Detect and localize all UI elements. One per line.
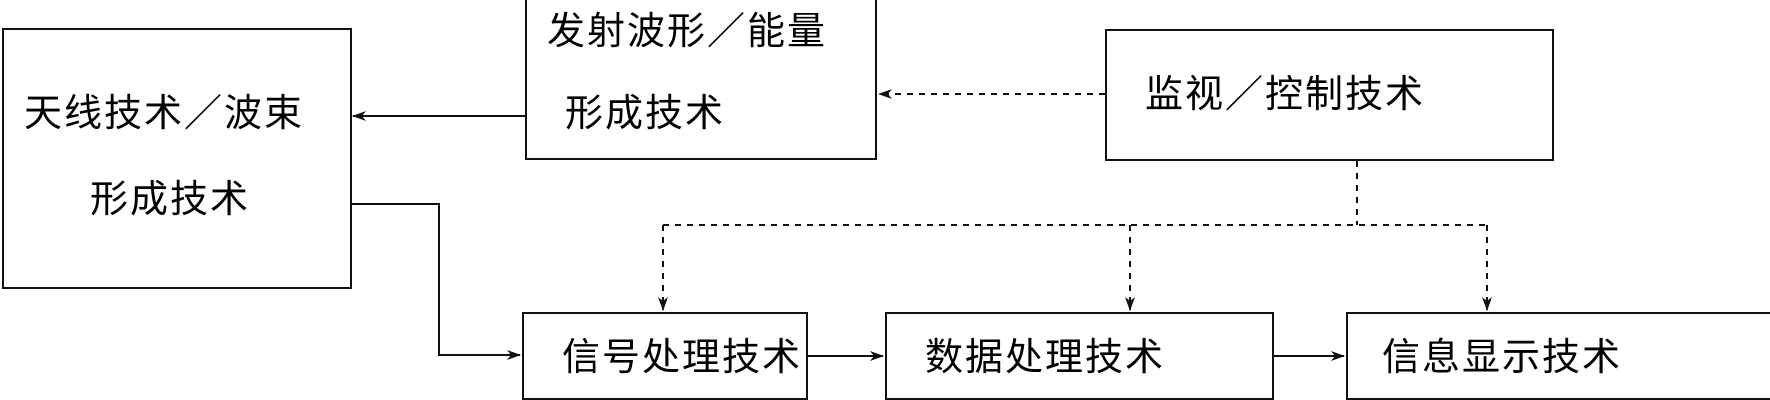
- signal-node-label: 信号处理技术: [562, 335, 803, 379]
- monitor-node-label: 监视／控制技术: [1145, 72, 1426, 116]
- transmit-waveform-node: 发射波形／能量 形成技术: [525, 0, 877, 160]
- monitor-control-node: 监视／控制技术: [1105, 29, 1554, 161]
- information-display-node: 信息显示技术: [1346, 312, 1770, 400]
- transmit-node-label-line1: 发射波形／能量: [547, 9, 828, 53]
- antenna-node-label-line2: 形成技术: [90, 177, 251, 221]
- antenna-beamforming-node: 天线技术／波束 形成技术: [2, 28, 352, 289]
- antenna-node-label-line1: 天线技术／波束: [24, 91, 305, 135]
- edge-antenna-to-signal: [352, 203, 521, 360]
- display-node-label: 信息显示技术: [1382, 335, 1623, 379]
- signal-processing-node: 信号处理技术: [522, 312, 808, 400]
- data-processing-node: 数据处理技术: [885, 312, 1274, 400]
- transmit-node-label-line2: 形成技术: [565, 91, 726, 135]
- data-node-label: 数据处理技术: [925, 335, 1166, 379]
